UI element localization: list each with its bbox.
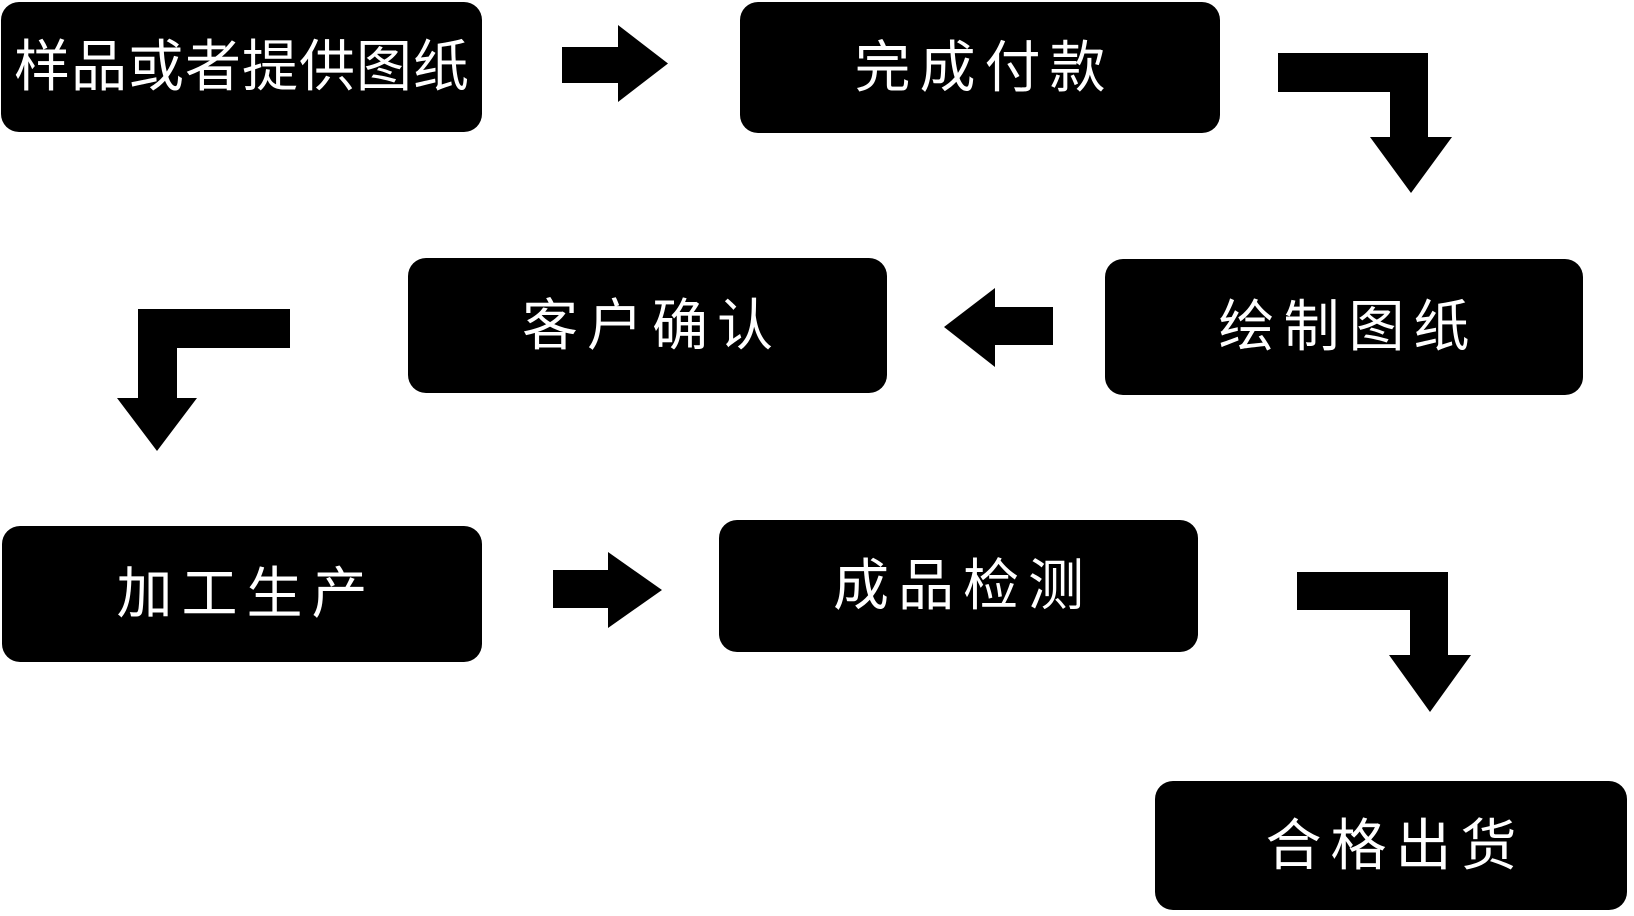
flow-node-complete-payment: 完成付款 [740,2,1220,133]
flow-node-processing-production: 加工生产 [2,526,482,662]
arrow-left-icon [944,288,1053,367]
arrow-right-icon [562,25,668,102]
arrow-elbow-right-down-icon [1297,572,1471,712]
flow-node-sample-or-provide-drawing: 样品或者提供图纸 [1,2,482,132]
arrow-right-icon [553,552,662,628]
arrow-elbow-right-down-icon [1278,53,1452,193]
flow-node-finished-product-inspection: 成品检测 [719,520,1198,652]
arrow-elbow-left-down-icon [117,309,290,451]
flow-node-customer-confirm: 客户确认 [408,258,887,393]
flow-node-draw-drawing: 绘制图纸 [1105,259,1583,395]
flow-node-qualified-shipment: 合格出货 [1155,781,1627,910]
